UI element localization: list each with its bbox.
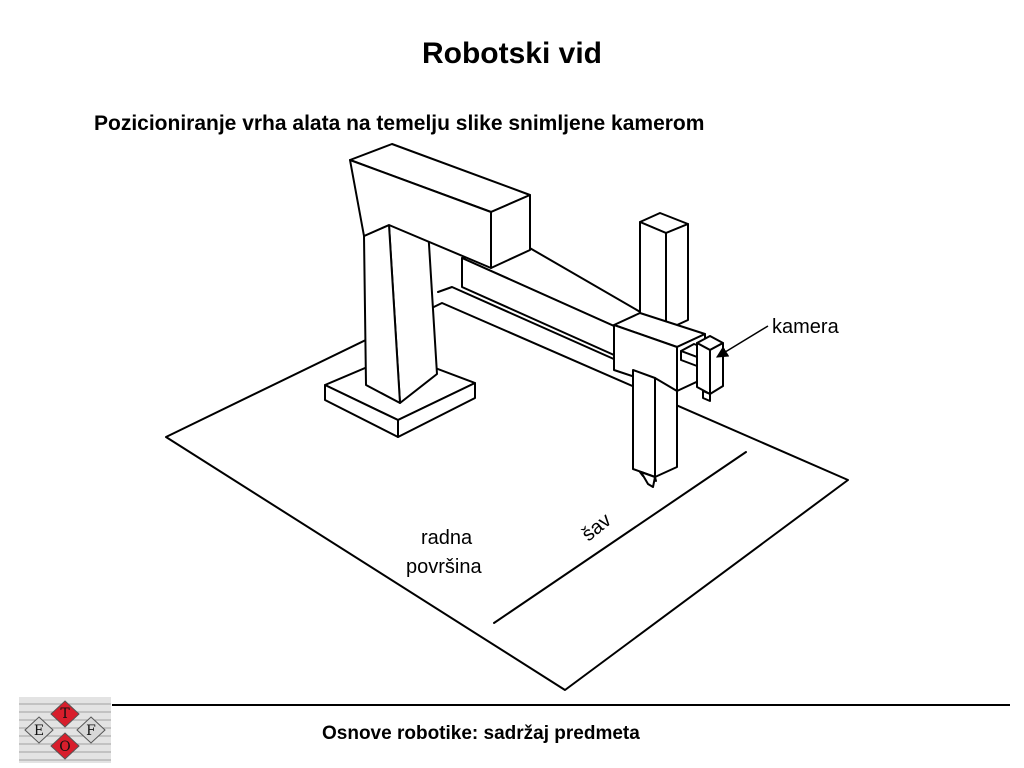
footer-title: Osnove robotike: sadržaj predmeta [322,723,640,744]
logo-letter-o: O [59,739,70,755]
vertical-column [363,211,438,404]
work-surface-label-line1: radna [421,527,473,549]
upper-arm-block [349,143,531,269]
seam-line [493,451,747,624]
slide-subtitle: Pozicioniranje vrha alata na temelju sli… [94,112,705,135]
logo-letter-t: T [60,706,70,722]
work-surface-label-line2: površina [406,556,482,578]
rear-rail [437,286,626,365]
footer-divider [112,704,1010,706]
slide-title: Robotski vid [421,37,602,70]
logo-letter-f: F [86,723,96,739]
tool-lower-shaft [632,369,678,488]
camera-pointer-arrow [715,325,769,358]
faculty-logo: T E F O [19,697,111,763]
camera-label: kamera [772,316,839,338]
logo-letter-e: E [34,723,44,739]
tool-shaft [639,212,689,331]
camera-body [696,335,724,402]
work-surface [165,302,849,691]
